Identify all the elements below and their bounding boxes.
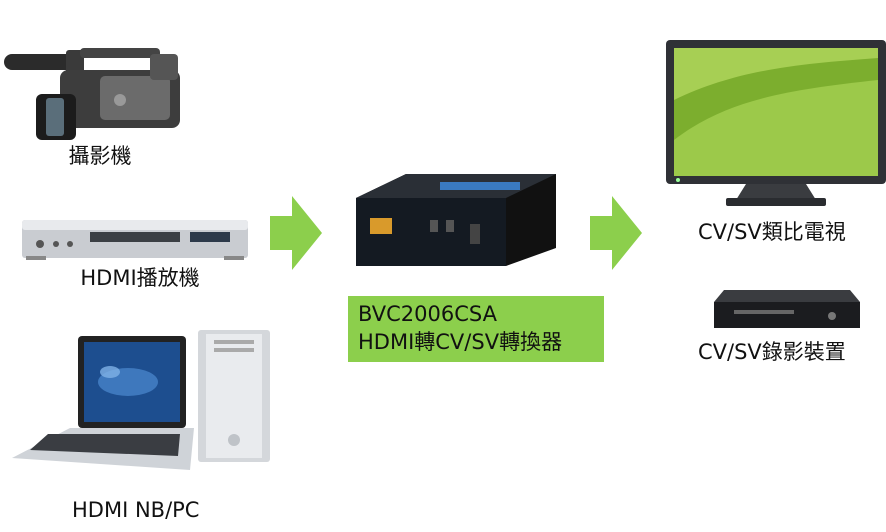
recorder: [714, 290, 860, 330]
arrow-to-outputs: [590, 196, 642, 270]
tv-icon: [666, 40, 886, 206]
laptop-pc-icon: [12, 330, 270, 470]
converter-device: [350, 168, 560, 268]
source-label-laptop-pc: HDMI NB/PC: [72, 498, 200, 522]
output-label-recorder: CV/SV錄影裝置: [698, 340, 846, 364]
output-label-tv: CV/SV類比電視: [698, 220, 846, 244]
recorder-icon: [714, 290, 860, 328]
laptop-pc: [10, 330, 280, 480]
dvd-player-icon: [22, 220, 248, 260]
converter-model: BVC2006CSA: [358, 302, 497, 326]
converter-label-box: BVC2006CSA HDMI轉CV/SV轉換器: [348, 296, 604, 362]
dvd-player: [20, 216, 250, 262]
converter-box-icon: [356, 174, 556, 266]
camcorder-icon: [4, 48, 180, 140]
converter-description: HDMI轉CV/SV轉換器: [358, 330, 563, 354]
camcorder: [0, 40, 200, 150]
analog-tv: [666, 40, 886, 208]
source-label-camcorder: 攝影機: [68, 144, 132, 168]
arrow-to-converter: [270, 196, 322, 270]
source-label-dvd-player: HDMI播放機: [80, 266, 200, 290]
